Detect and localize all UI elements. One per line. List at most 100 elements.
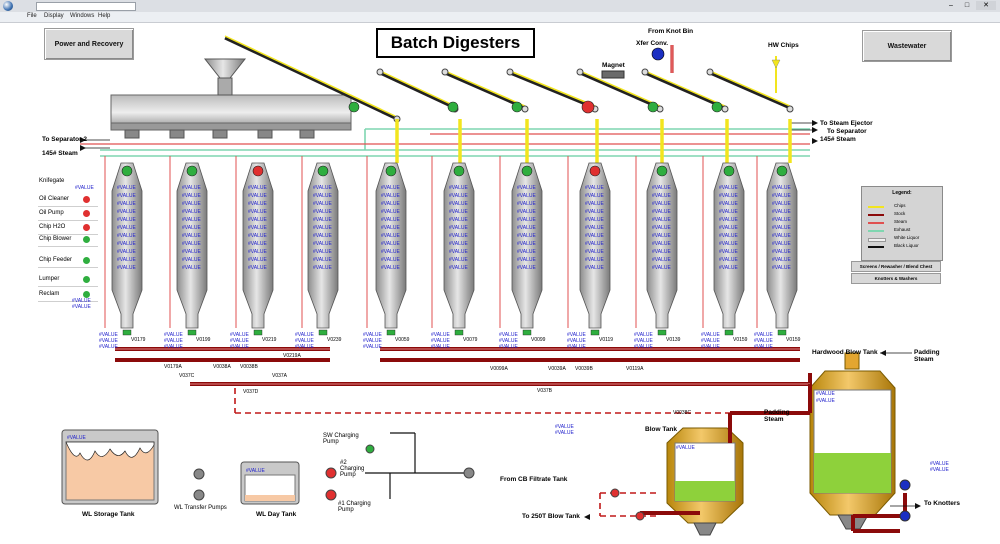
legend-item-exhaust: Exhaust (868, 227, 940, 234)
menu-help[interactable]: Help (98, 13, 111, 19)
digester-valve-tag[interactable]: V0159 (733, 337, 748, 343)
legend-item-stock: Stock (868, 211, 940, 218)
status-label: Oil Cleaner (39, 196, 70, 202)
digester-valve-tag[interactable]: V0219 (262, 337, 277, 343)
digester-bottom-value: #VALUE (567, 332, 586, 338)
valve-tag-v0039b[interactable]: V0039B (575, 366, 593, 372)
digester-value: #VALUE (719, 185, 738, 191)
hw-blow-tank-value-2: #VALUE (816, 398, 835, 404)
valve-tag-v037c[interactable]: V037C (179, 373, 195, 379)
digester-vessel (176, 162, 208, 329)
maximize-button[interactable]: □ (964, 2, 970, 9)
digester-value: #VALUE (719, 241, 738, 247)
digester-value: #VALUE (772, 217, 791, 223)
digester-outlet-valve[interactable] (590, 329, 600, 336)
digester-value: #VALUE (313, 209, 332, 215)
status-indicator (83, 210, 90, 217)
digester-value: #VALUE (381, 265, 400, 271)
digester-value: #VALUE (117, 217, 136, 223)
power-and-recovery-button[interactable]: Power and Recovery (44, 28, 134, 60)
charging-pump-2-label: #2 Charging Pump (340, 460, 365, 478)
chip-hopper (203, 58, 247, 79)
digester-vessel (579, 162, 611, 329)
charging-pump-1-label: #1 Charging Pump (338, 501, 371, 513)
digester-bottom-value: #VALUE (431, 344, 450, 350)
digester-valve-tag[interactable]: V0239 (327, 337, 342, 343)
digester-outlet-valve[interactable] (724, 329, 734, 336)
digester-value: #VALUE (313, 257, 332, 263)
digester-valve-tag[interactable]: V0199 (196, 337, 211, 343)
screens-rewasher-button[interactable]: Screens / Rewasher / Blend Chest (851, 261, 941, 272)
menu-display[interactable]: Display (44, 13, 64, 19)
digester-bottom-value: #VALUE (295, 344, 314, 350)
digester-bottom-value: #VALUE (634, 344, 653, 350)
digester-value: #VALUE (772, 257, 791, 263)
valve-tag-v0119a[interactable]: V0119A (626, 366, 644, 372)
valve-tag-v0099a[interactable]: V0099A (490, 366, 508, 372)
digester-value: #VALUE (381, 257, 400, 263)
wl-day-tank-label: WL Day Tank (256, 511, 297, 518)
valve-tag-v0039a[interactable]: V0039A (548, 366, 566, 372)
digester-value: #VALUE (182, 257, 201, 263)
menu-file[interactable]: File (27, 13, 37, 19)
digester-valve-tag[interactable]: V0139 (666, 337, 681, 343)
digester-outlet-valve[interactable] (454, 329, 464, 336)
wl-storage-tank-label: WL Storage Tank (82, 511, 135, 518)
address-field[interactable] (36, 2, 136, 11)
valve-tag-v0038b[interactable]: V0038B (240, 364, 258, 370)
digester-value: #VALUE (248, 233, 267, 239)
digester-outlet-valve[interactable] (122, 329, 132, 336)
digester-value: #VALUE (719, 265, 738, 271)
status-label: Reclam (39, 291, 60, 297)
magnet-label: Magnet (602, 62, 625, 69)
digester-valve-tag[interactable]: V0099 (531, 337, 546, 343)
valve-tag-v037d[interactable]: V037D (243, 389, 259, 395)
digester-bottom-value: #VALUE (567, 344, 586, 350)
status-indicator (83, 224, 90, 231)
digester-value: #VALUE (449, 193, 468, 199)
status-indicator (83, 276, 90, 283)
valve-tag-v0038a[interactable]: V0038A (213, 364, 231, 370)
digester-valve-tag[interactable]: V0079 (463, 337, 478, 343)
digester-value: #VALUE (248, 193, 267, 199)
menu-windows[interactable]: Windows (70, 13, 95, 19)
status-indicator (83, 236, 90, 243)
digester-outlet-valve[interactable] (522, 329, 532, 336)
digester-valve-tag[interactable]: V0159 (786, 337, 801, 343)
digester-valve-tag[interactable]: V0059 (395, 337, 410, 343)
digester-value: #VALUE (182, 193, 201, 199)
side-value: #VALUE (72, 298, 91, 304)
valve-tag-v0219a[interactable]: V0219A (283, 353, 301, 359)
digester-outlet-valve[interactable] (253, 329, 263, 336)
digester-value: #VALUE (652, 217, 671, 223)
right-value-1: #VALUE (930, 461, 949, 467)
close-button[interactable]: ✕ (976, 1, 996, 10)
valve-tag-v0038c[interactable]: V0038C (673, 410, 692, 416)
digester-value: #VALUE (585, 225, 604, 231)
knotters-washers-button[interactable]: Knotters & Washers (851, 273, 941, 284)
digester-value: #VALUE (517, 249, 536, 255)
valve-tag-v037a[interactable]: V037A (272, 373, 288, 379)
digester-bottom-value: #VALUE (634, 338, 653, 344)
digester-value: #VALUE (719, 209, 738, 215)
hw-chips-label: HW Chips (768, 42, 799, 49)
digester-outlet-valve[interactable] (657, 329, 667, 336)
valve-tag-v0179a[interactable]: V0179A (164, 364, 182, 370)
digester-outlet-valve[interactable] (318, 329, 328, 336)
digester-valve-tag[interactable]: V0179 (131, 337, 146, 343)
status-row-oil-pump: Oil Pump (38, 208, 98, 221)
minimize-button[interactable]: – (949, 2, 953, 9)
digester-value: #VALUE (719, 257, 738, 263)
digester-value: #VALUE (313, 217, 332, 223)
digester-value: #VALUE (652, 265, 671, 271)
digester-value: #VALUE (117, 201, 136, 207)
digester-outlet-valve[interactable] (777, 329, 787, 336)
digester-status-indicator (589, 165, 601, 177)
digester-value: #VALUE (772, 193, 791, 199)
digester-status-indicator (723, 165, 735, 177)
digester-outlet-valve[interactable] (187, 329, 197, 336)
valve-tag-v037b[interactable]: V037B (537, 388, 553, 394)
digester-outlet-valve[interactable] (386, 329, 396, 336)
digester-valve-tag[interactable]: V0119 (599, 337, 614, 343)
wastewater-button[interactable]: Wastewater (862, 30, 952, 62)
